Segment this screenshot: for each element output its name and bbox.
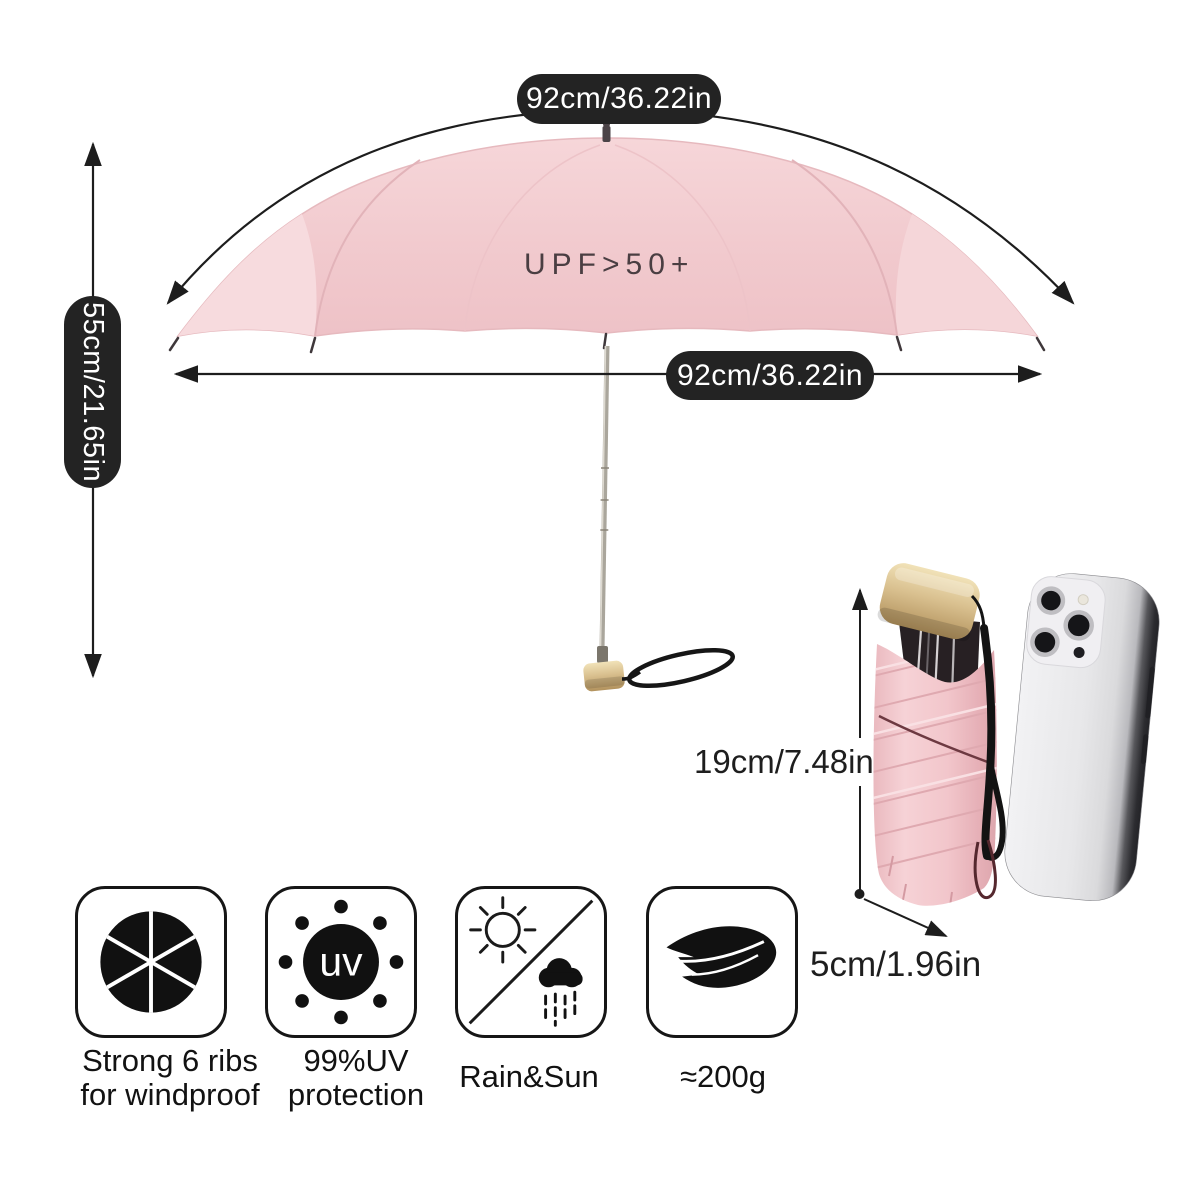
canopy-upf-print: UPF>50+ (524, 248, 695, 281)
rib-tips (168, 332, 1046, 354)
feature-box-uv: uv (265, 886, 417, 1038)
camera-lens (1036, 586, 1066, 615)
feature-caption-uv: 99%UV protection (256, 1044, 456, 1112)
open-height-label: 55cm/21.65in (64, 296, 121, 488)
folded-width-arrow (863, 898, 948, 937)
feature-caption-weight: ≈200g (623, 1060, 823, 1094)
diameter-label: 92cm/36.22in (666, 351, 874, 400)
dimension-dot (854, 889, 865, 899)
arc-width-label: 92cm/36.22in (517, 74, 721, 124)
camera-flash (1077, 594, 1089, 606)
six-ribs-icon (100, 911, 202, 1013)
canopy-left-panel (178, 214, 317, 336)
feature-caption-rain-sun: Rain&Sun (429, 1060, 629, 1094)
feather-icon (666, 926, 777, 988)
gold-cap (877, 563, 980, 642)
caption-line: protection (287, 1077, 425, 1112)
phone-button (1145, 666, 1155, 719)
shaft-joints (600, 467, 609, 531)
handle-collar (597, 646, 608, 663)
rain-sun-icon (468, 896, 594, 1027)
caption-line: 99%UV (303, 1043, 409, 1078)
camera-lidar (1073, 647, 1085, 659)
phone (1004, 573, 1160, 902)
caption-line: ≈200g (680, 1059, 766, 1094)
folded-umbrella (873, 563, 1006, 906)
handle (583, 660, 625, 692)
camera-lens (1063, 610, 1094, 641)
feature-box-weight (646, 886, 798, 1038)
ferrule (602, 126, 611, 142)
uv-icon-label: uv (319, 939, 363, 985)
folded-body (873, 644, 997, 906)
folded-width-label: 5cm/1.96in (810, 945, 982, 984)
canopy-right-panel (895, 214, 1037, 336)
phone-button (1140, 734, 1149, 765)
wrist-strap-loop (627, 647, 735, 689)
feature-box-rain-sun (455, 886, 607, 1038)
caption-line: Rain&Sun (459, 1059, 599, 1094)
uv-protection-icon: uv (278, 899, 404, 1025)
caption-line: for windproof (80, 1077, 260, 1112)
wrap-bands (873, 644, 997, 906)
feature-box-ribs (75, 886, 227, 1038)
camera-lens (1030, 627, 1060, 657)
feature-caption-ribs: Strong 6 ribs for windproof (58, 1044, 282, 1112)
folded-strap (970, 594, 1006, 900)
caption-line: Strong 6 ribs (82, 1043, 258, 1078)
folded-length-label: 19cm/7.48in (694, 743, 874, 780)
